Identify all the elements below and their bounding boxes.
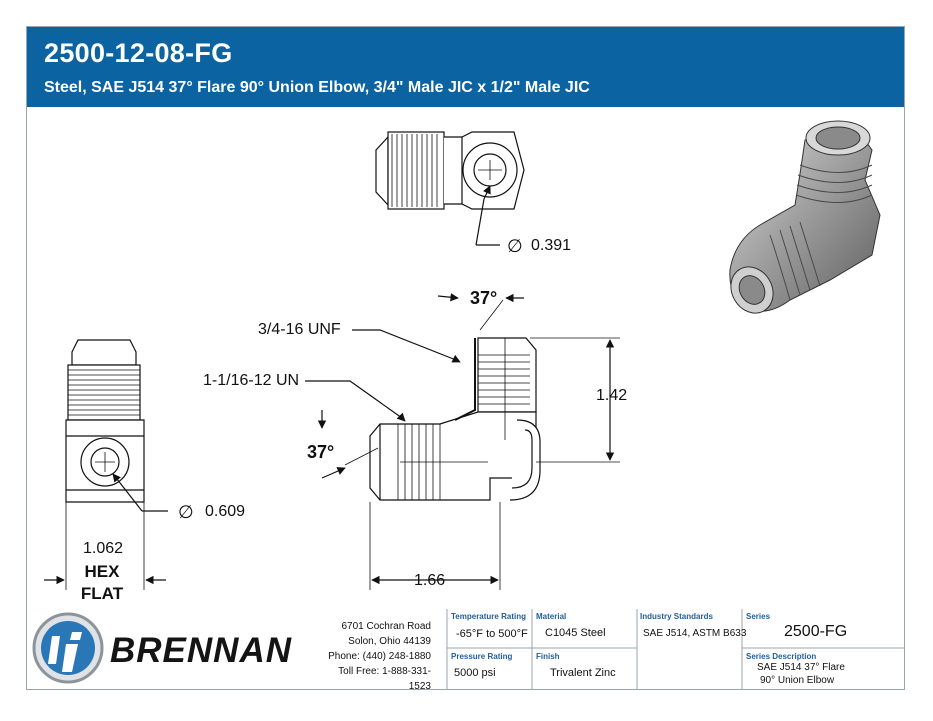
- thread-top-label: 3/4-16 UNF: [258, 321, 341, 338]
- height-value: 1.42: [596, 387, 628, 404]
- address-line1: 6701 Cochran Road: [341, 621, 431, 632]
- brennan-logo-mark: [32, 612, 104, 684]
- length-value: 1.66: [414, 572, 446, 589]
- angle-side-label: 37°: [307, 442, 335, 462]
- finish-value: Trivalent Zinc: [550, 667, 616, 679]
- title-banner: [27, 27, 904, 107]
- pressure-rating-label: Pressure Rating: [451, 652, 513, 661]
- company-address: 6701 Cochran Road Solon, Ohio 44139 Phon…: [320, 619, 431, 692]
- material-label: Material: [536, 612, 567, 621]
- side-view: [305, 293, 620, 590]
- angle-top-label: 37°: [470, 288, 498, 308]
- material-value: C1045 Steel: [545, 627, 606, 639]
- elbow-3d-render: [729, 120, 881, 314]
- company-name: BRENNAN: [110, 631, 292, 670]
- hex-value: 1.062: [83, 540, 124, 557]
- thread-side-label: 1-1/16-12 UN: [203, 372, 300, 389]
- left-diameter-value: 0.609: [205, 503, 246, 520]
- diameter-symbol-top: ∅: [507, 236, 523, 256]
- diameter-symbol-left: ∅: [178, 502, 194, 522]
- industry-standards-label: Industry Standards: [640, 612, 713, 621]
- phone: Phone: (440) 248-1880: [328, 651, 431, 662]
- temperature-rating-label: Temperature Rating: [451, 612, 526, 621]
- toll-free: Toll Free: 1-888-331-1523: [338, 666, 431, 692]
- series-description-line1: SAE J514 37° Flare: [757, 662, 845, 673]
- finish-label: Finish: [536, 652, 560, 661]
- industry-standards-value: SAE J514, ASTM B633: [643, 628, 747, 639]
- series-description-label: Series Description: [746, 652, 817, 661]
- hex-label: HEX FLAT: [72, 561, 132, 605]
- top-diameter-value: 0.391: [531, 237, 572, 254]
- drawing-sheet-border: [26, 26, 905, 690]
- series-description-line2: 90° Union Elbow: [760, 675, 835, 686]
- series-value: 2500-FG: [784, 623, 848, 640]
- address-line2: Solon, Ohio 44139: [348, 636, 431, 647]
- hex-label-line1: HEX: [84, 562, 120, 581]
- pressure-rating-value: 5000 psi: [454, 667, 496, 679]
- series-label: Series: [746, 612, 771, 621]
- left-view: [44, 339, 168, 590]
- part-number-title: 2500-12-08-FG: [44, 38, 233, 68]
- hex-label-line2: FLAT: [80, 584, 124, 603]
- temperature-rating-value: -65°F to 500°F: [456, 628, 528, 640]
- part-description: Steel, SAE J514 37° Flare 90° Union Elbo…: [44, 79, 590, 96]
- top-view: [375, 131, 525, 246]
